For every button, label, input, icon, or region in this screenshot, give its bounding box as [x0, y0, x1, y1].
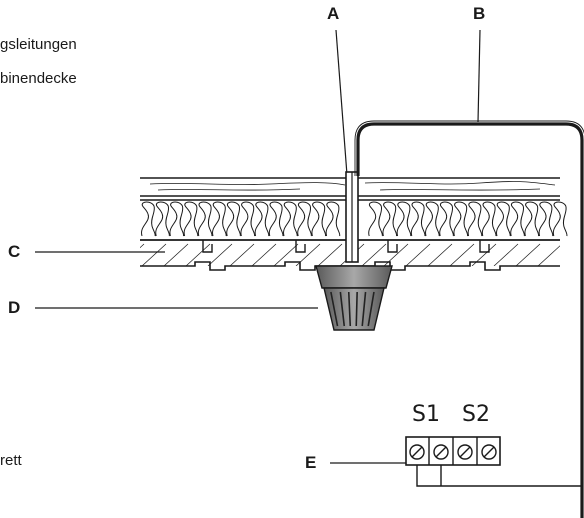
terminal-wires: [416, 465, 582, 487]
screw-1: [409, 444, 425, 460]
label-d: D: [8, 298, 21, 317]
label-c: C: [8, 242, 21, 261]
label-a: A: [327, 4, 340, 23]
cable-b: [354, 29, 584, 518]
screw-3: [457, 444, 473, 460]
terminal-block: [405, 436, 501, 466]
screw-4: [481, 444, 497, 460]
label-e: E: [305, 453, 317, 472]
leader-lines: [35, 251, 412, 464]
terminal-s1-label: S1: [412, 402, 440, 427]
terminal-s2-label: S2: [462, 402, 490, 427]
cable-gland: [315, 265, 393, 331]
screw-2: [433, 444, 449, 460]
description-line-1: gsleitungen: [0, 36, 77, 53]
label-b: B: [473, 4, 486, 23]
description-line-3: rett: [0, 452, 22, 469]
cable-a: [335, 29, 359, 263]
description-line-2: binendecke: [0, 70, 77, 87]
